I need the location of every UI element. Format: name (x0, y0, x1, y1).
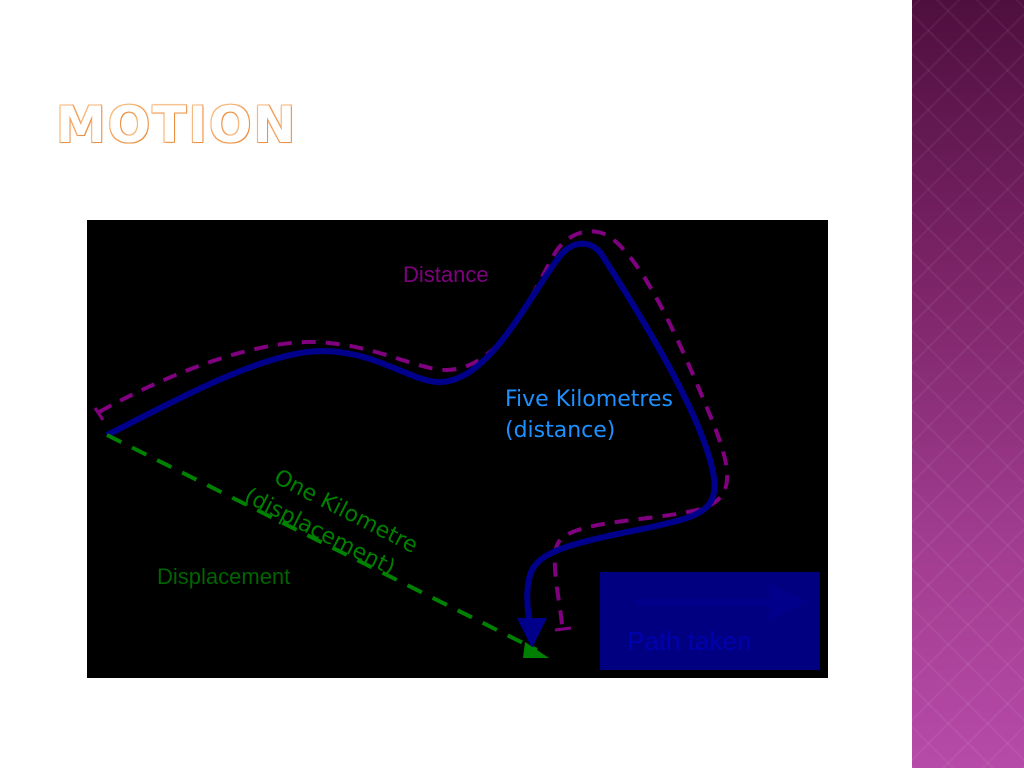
displacement-line (106, 433, 538, 652)
legend-arrowhead (769, 584, 807, 620)
diagram-canvas: Distance Displacement Five Kilometres (d… (93, 229, 820, 670)
displacement-arrowhead (523, 642, 549, 658)
distance-end-tick (554, 626, 572, 632)
legend-box (600, 572, 820, 670)
distance-label: Distance (403, 262, 489, 287)
path-arrowhead (517, 618, 547, 648)
displacement-label: Displacement (157, 564, 290, 589)
distance-start-tick (93, 407, 105, 421)
page-title: MOTION (56, 96, 298, 154)
legend-label: Path taken (627, 626, 751, 656)
path-label-line1: Five Kilometres (505, 387, 673, 412)
path-label-line2: (distance) (505, 418, 615, 443)
sidebar-decoration (912, 0, 1024, 768)
motion-diagram: Distance Displacement Five Kilometres (d… (87, 220, 828, 678)
path-taken-line (105, 240, 718, 641)
